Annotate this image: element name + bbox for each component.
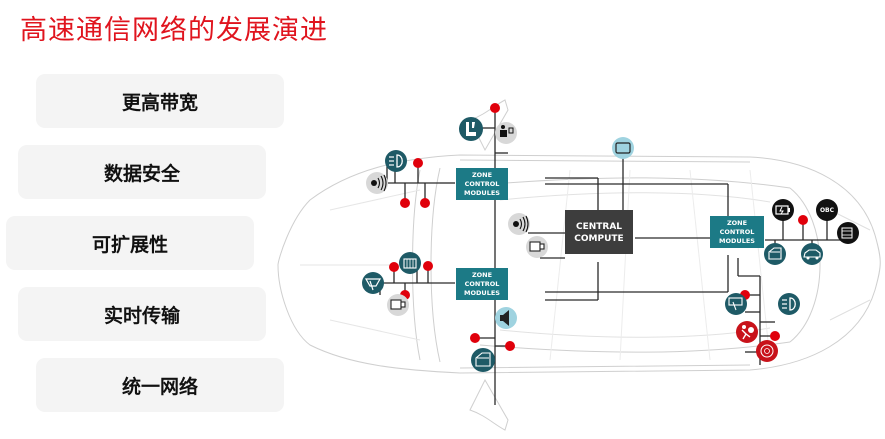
zone-label-line1: ZONE (472, 271, 492, 279)
endpoint-node (423, 261, 433, 271)
camera-icon (526, 236, 548, 258)
motor-icon (399, 252, 421, 274)
zone-label-line1: ZONE (472, 171, 492, 179)
feature-box-unified-network: 统一网络 (36, 358, 284, 412)
display-icon (612, 137, 634, 159)
driver-monitor-icon (495, 122, 517, 144)
feature-label: 可扩展性 (91, 233, 168, 256)
zone-label-line3: MODULES (464, 189, 500, 197)
zone-label-line3: MODULES (719, 237, 755, 245)
endpoint-node (400, 198, 410, 208)
battery-icon (772, 199, 794, 221)
endpoint-node (413, 158, 423, 168)
wiper-icon (362, 272, 384, 294)
zone-label-line2: CONTROL (465, 180, 500, 188)
radar-icon (508, 213, 530, 235)
feature-box-security: 数据安全 (18, 145, 266, 199)
radar-icon (366, 172, 388, 194)
zonal-architecture-diagram: ZONE CONTROL MODULES ZONE CONTROL MODULE… (277, 99, 881, 431)
page-title: 高速通信网络的发展演进 (20, 15, 328, 46)
feature-box-bandwidth: 更高带宽 (36, 74, 284, 128)
central-label-line2: COMPUTE (574, 234, 623, 244)
obc-label: OBC (820, 207, 835, 214)
endpoint-node (470, 333, 480, 343)
zone-label-line2: CONTROL (720, 228, 755, 236)
central-compute: CENTRAL COMPUTE (565, 210, 633, 254)
engine-icon (837, 222, 859, 244)
feature-label: 数据安全 (103, 162, 180, 185)
door-icon (764, 243, 786, 265)
endpoint-node (389, 262, 399, 272)
endpoint-node (490, 103, 500, 113)
feature-box-realtime: 实时传输 (18, 287, 266, 341)
endpoint-node (505, 341, 515, 351)
obc-icon: OBC (816, 199, 838, 221)
endpoint-node (798, 215, 808, 225)
central-label-line1: CENTRAL (576, 222, 622, 232)
headlight-icon (385, 150, 407, 172)
feature-box-scalability: 可扩展性 (6, 216, 254, 270)
feature-label: 实时传输 (103, 304, 180, 327)
brake-icon (756, 340, 778, 362)
endpoint-node (420, 198, 430, 208)
door-icon (471, 348, 495, 372)
seat-icon (459, 117, 483, 141)
wiper-icon (725, 293, 747, 315)
feature-label: 更高带宽 (121, 91, 198, 114)
car-trunk-icon (801, 243, 823, 265)
feature-label: 统一网络 (121, 375, 198, 398)
speaker-icon (495, 307, 517, 329)
camera-icon (387, 294, 409, 316)
endpoint-node (770, 331, 780, 341)
zone-label-line2: CONTROL (465, 280, 500, 288)
headlight-icon (778, 293, 800, 315)
airbag-icon (736, 321, 758, 343)
zone-control-module-front-left: ZONE CONTROL MODULES (456, 168, 508, 200)
zone-control-module-rear: ZONE CONTROL MODULES (710, 216, 764, 248)
zone-label-line3: MODULES (464, 289, 500, 297)
car-wireframe (277, 99, 881, 431)
zone-label-line1: ZONE (727, 219, 747, 227)
zone-control-module-front-right: ZONE CONTROL MODULES (456, 268, 508, 300)
